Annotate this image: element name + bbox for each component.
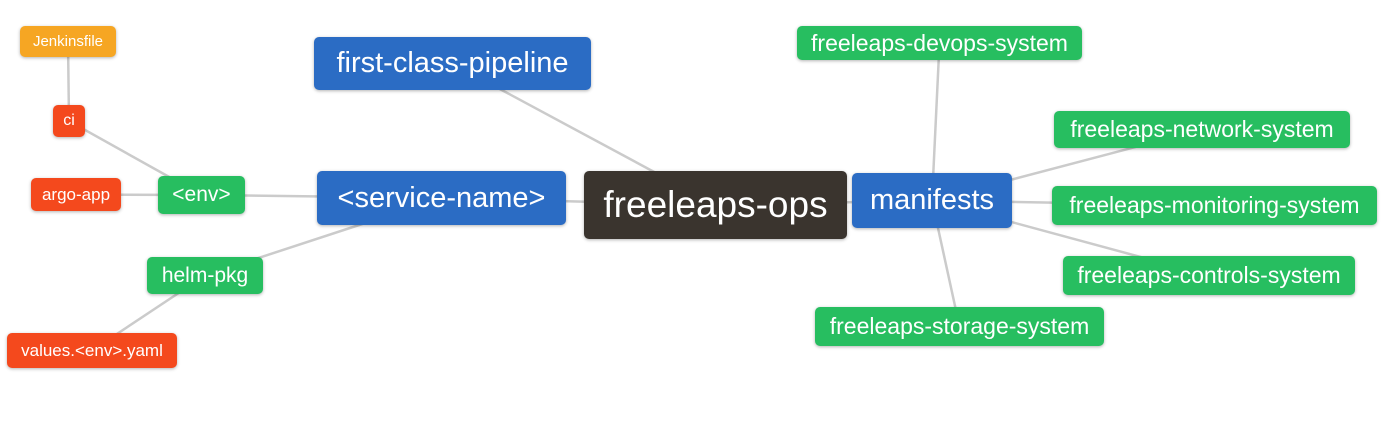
node-controls-system[interactable]: freeleaps-controls-system xyxy=(1063,256,1355,295)
node-label: freeleaps-devops-system xyxy=(811,29,1068,56)
node-ci[interactable]: ci xyxy=(53,105,85,137)
node-devops-system[interactable]: freeleaps-devops-system xyxy=(797,26,1082,60)
node-storage-system[interactable]: freeleaps-storage-system xyxy=(815,307,1104,346)
node-label: freeleaps-monitoring-system xyxy=(1069,192,1360,218)
node-label: Jenkinsfile xyxy=(32,33,104,50)
node-manifests[interactable]: manifests xyxy=(852,173,1012,228)
node-label: helm-pkg xyxy=(161,263,249,287)
node-values-env-yaml[interactable]: values.<env>.yaml xyxy=(7,333,177,368)
node-jenkinsfile[interactable]: Jenkinsfile xyxy=(20,26,116,57)
node-label: manifests xyxy=(869,184,995,216)
node-label: argo-app xyxy=(41,184,111,204)
node-label: first-class-pipeline xyxy=(336,47,569,79)
node-helm-pkg[interactable]: helm-pkg xyxy=(147,257,263,294)
node-first-class-pipeline[interactable]: first-class-pipeline xyxy=(314,37,591,90)
node-label: ci xyxy=(63,112,75,129)
node-label: freeleaps-ops xyxy=(603,184,828,225)
node-label: freeleaps-storage-system xyxy=(829,313,1090,339)
node-service-name[interactable]: <service-name> xyxy=(317,171,566,225)
node-label: <service-name> xyxy=(337,181,546,214)
node-env[interactable]: <env> xyxy=(158,176,245,214)
node-monitoring-system[interactable]: freeleaps-monitoring-system xyxy=(1052,186,1377,225)
node-label: <env> xyxy=(172,183,231,206)
node-argo-app[interactable]: argo-app xyxy=(31,178,121,211)
node-label: freeleaps-network-system xyxy=(1070,116,1334,142)
node-label: values.<env>.yaml xyxy=(21,340,163,360)
node-label: freeleaps-controls-system xyxy=(1077,262,1341,288)
node-network-system[interactable]: freeleaps-network-system xyxy=(1054,111,1350,148)
node-freeleaps-ops[interactable]: freeleaps-ops xyxy=(584,171,847,239)
